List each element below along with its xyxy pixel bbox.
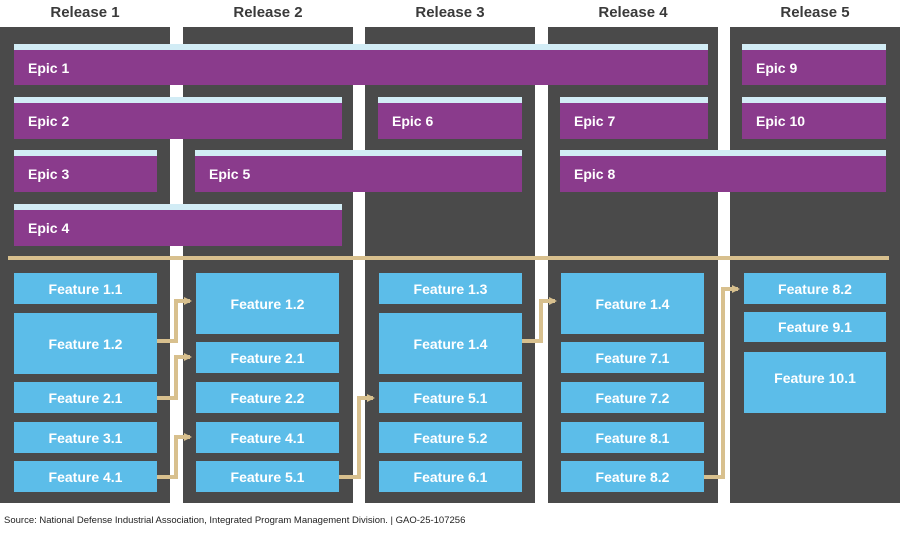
epic-1: Epic 1 bbox=[14, 44, 708, 85]
r4-feature-8-2: Feature 8.2 bbox=[561, 461, 704, 492]
r2-feature-4-1: Feature 4.1 bbox=[196, 422, 339, 453]
r1-feature-4-1: Feature 4.1 bbox=[14, 461, 157, 492]
release-1-header: Release 1 bbox=[50, 4, 120, 21]
r3-feature-6-1: Feature 6.1 bbox=[379, 461, 522, 492]
r3-feature-1-3: Feature 1.3 bbox=[379, 273, 522, 304]
r4-feature-7-1: Feature 7.1 bbox=[561, 342, 704, 373]
arrow-feature-8-2 bbox=[704, 285, 740, 479]
release-2-header: Release 2 bbox=[233, 4, 303, 21]
arrow-feature-2-1 bbox=[157, 353, 192, 400]
r5-feature-10-1: Feature 10.1 bbox=[744, 352, 886, 413]
source-note: Source: National Defense Industrial Asso… bbox=[4, 515, 466, 526]
epic-8: Epic 8 bbox=[560, 150, 886, 192]
r3-feature-5-2: Feature 5.2 bbox=[379, 422, 522, 453]
arrow-feature-5-1 bbox=[339, 394, 375, 479]
r5-feature-9-1: Feature 9.1 bbox=[744, 312, 886, 342]
r4-feature-8-1: Feature 8.1 bbox=[561, 422, 704, 453]
epic-7: Epic 7 bbox=[560, 97, 708, 139]
arrow-feature-1-4 bbox=[522, 297, 557, 343]
r1-feature-2-1: Feature 2.1 bbox=[14, 382, 157, 413]
r2-feature-2-1: Feature 2.1 bbox=[196, 342, 339, 373]
epic-3: Epic 3 bbox=[14, 150, 157, 192]
release-3-header: Release 3 bbox=[415, 4, 485, 21]
arrow-feature-4-1 bbox=[157, 433, 192, 479]
epic-feature-divider bbox=[8, 256, 889, 260]
r1-feature-1-2: Feature 1.2 bbox=[14, 313, 157, 374]
epic-4: Epic 4 bbox=[14, 204, 342, 246]
epic-2: Epic 2 bbox=[14, 97, 342, 139]
release-4-header: Release 4 bbox=[598, 4, 668, 21]
r1-feature-1-1: Feature 1.1 bbox=[14, 273, 157, 304]
r4-feature-1-4: Feature 1.4 bbox=[561, 273, 704, 334]
r2-feature-5-1: Feature 5.1 bbox=[196, 461, 339, 492]
epic-10: Epic 10 bbox=[742, 97, 886, 139]
r3-feature-5-1: Feature 5.1 bbox=[379, 382, 522, 413]
r3-feature-1-4: Feature 1.4 bbox=[379, 313, 522, 374]
r2-feature-2-2: Feature 2.2 bbox=[196, 382, 339, 413]
epic-6: Epic 6 bbox=[378, 97, 522, 139]
r2-feature-1-2: Feature 1.2 bbox=[196, 273, 339, 334]
release-5-header: Release 5 bbox=[780, 4, 850, 21]
r1-feature-3-1: Feature 3.1 bbox=[14, 422, 157, 453]
epic-9: Epic 9 bbox=[742, 44, 886, 85]
r5-feature-8-2: Feature 8.2 bbox=[744, 273, 886, 304]
r4-feature-7-2: Feature 7.2 bbox=[561, 382, 704, 413]
arrow-feature-1-2 bbox=[157, 297, 192, 343]
epic-5: Epic 5 bbox=[195, 150, 522, 192]
